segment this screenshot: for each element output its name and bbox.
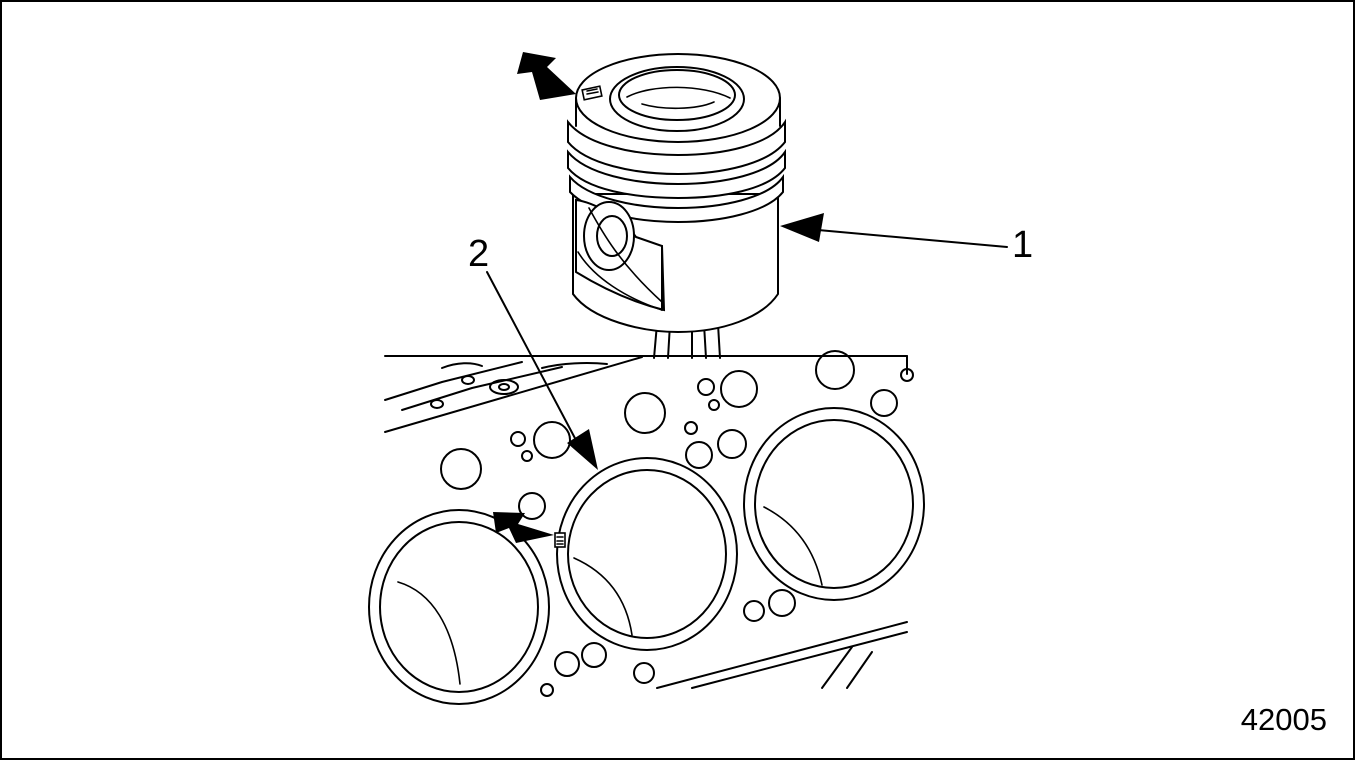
cylinder-block [384, 350, 914, 697]
leader-line-2 [486, 271, 598, 470]
callout-label-2: 2 [468, 233, 490, 275]
pointer-arrow-liner-mark [493, 512, 554, 543]
figure-number: 42005 [1240, 702, 1327, 737]
pointer-arrow-piston-mark [517, 52, 576, 100]
cylinder-liner-center [554, 457, 738, 651]
leader-line-1 [780, 213, 1008, 248]
callout-label-1: 1 [1012, 224, 1034, 266]
piston [567, 53, 786, 359]
cylinder-liner-left [368, 509, 550, 705]
cylinder-liner-right [743, 407, 925, 601]
